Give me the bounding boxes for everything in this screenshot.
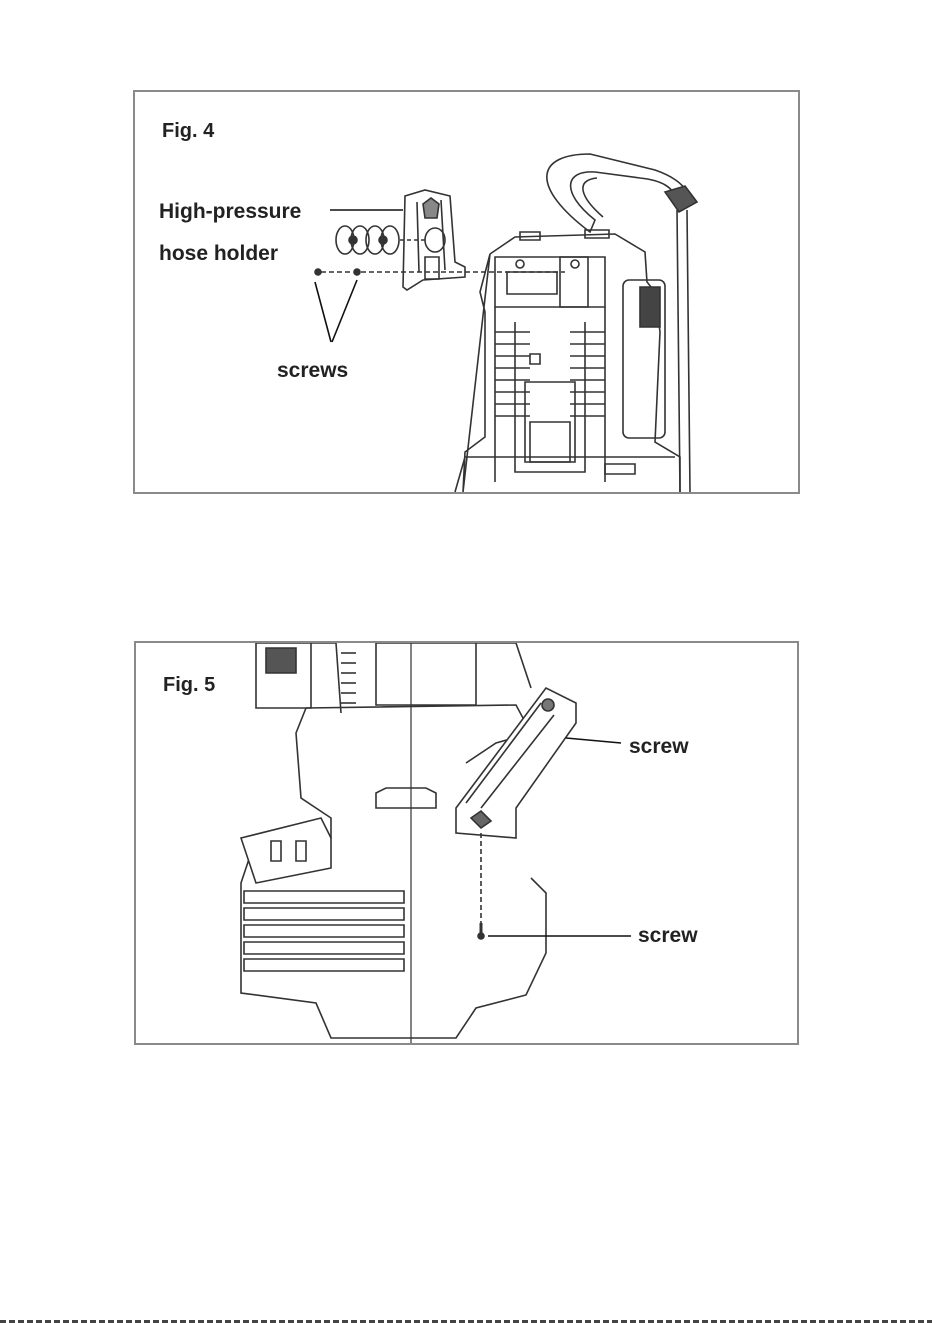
hose-holder-bottom-view-drawing: [136, 643, 797, 1043]
figure-label: Fig. 5: [163, 674, 215, 697]
figure-4: Fig. 4 High-pressure hose holder screws: [133, 90, 800, 494]
figure-5: Fig. 5 screw screw: [134, 641, 799, 1045]
grille: [244, 891, 404, 971]
hose-holder-callout-line2: hose holder: [159, 242, 278, 266]
cooling-fins: [495, 332, 605, 416]
screw-upper-callout: screw: [629, 735, 689, 759]
left-bracket: [241, 818, 331, 883]
hose-holder-assembly-drawing: [135, 92, 798, 492]
screw-lower-callout: screw: [638, 924, 698, 948]
figure-label: Fig. 4: [162, 120, 214, 143]
ridge-lines: [341, 653, 356, 703]
hose-connector: [665, 186, 697, 212]
screws-callout: screws: [277, 359, 348, 383]
screw-lower-drawing: [478, 923, 484, 939]
hose-holder-callout-line1: High-pressure: [159, 200, 301, 224]
